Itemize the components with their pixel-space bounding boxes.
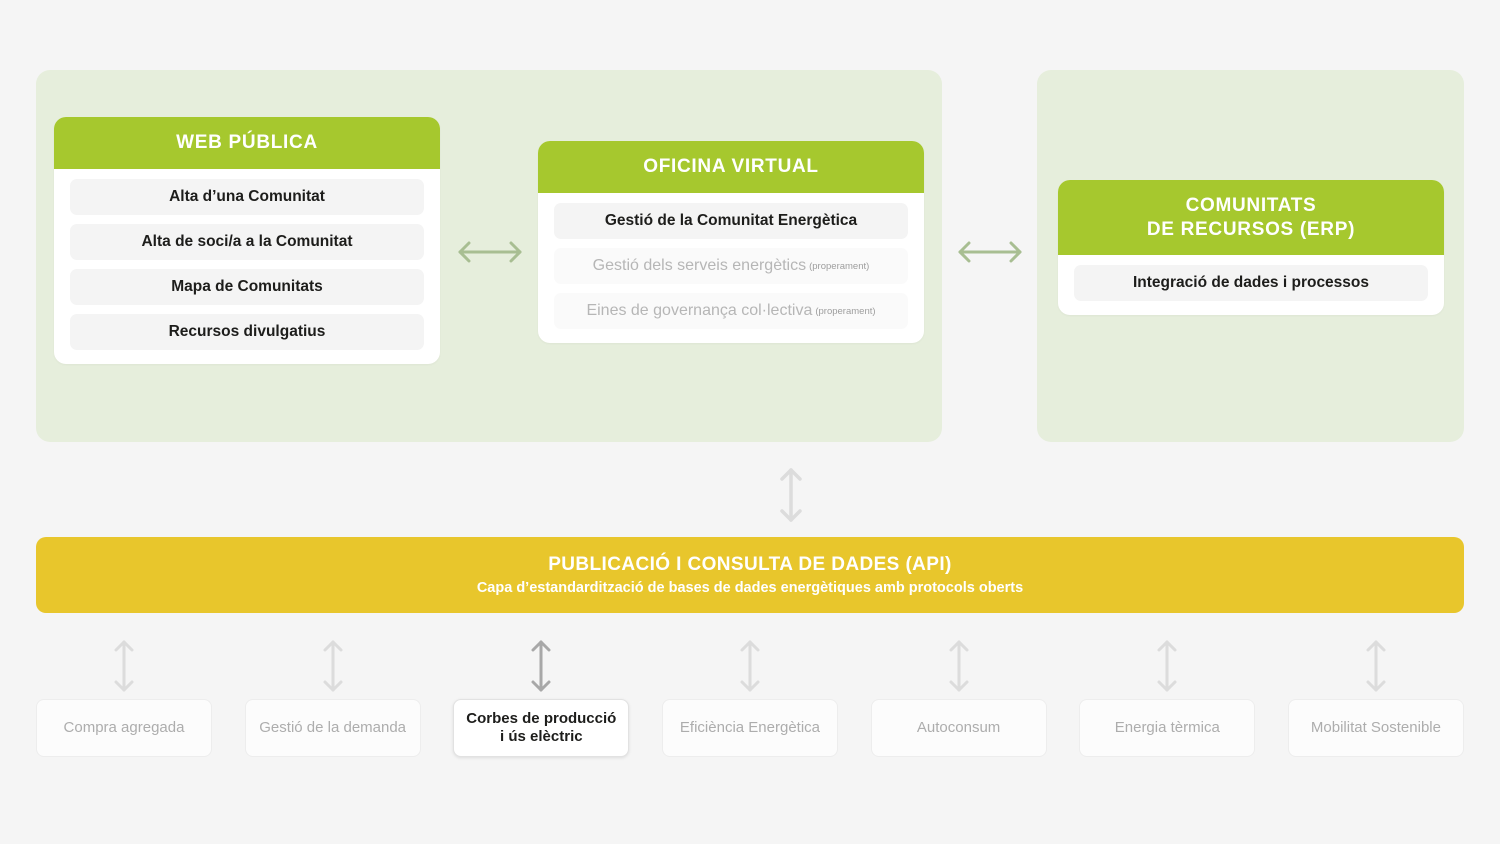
list-item-coming-soon: Gestió dels serveis energètics (properam… bbox=[554, 248, 908, 284]
card-erp-title-line2: DE RECURSOS (ERP) bbox=[1146, 218, 1356, 240]
module-column: Mobilitat Sostenible bbox=[1287, 633, 1464, 783]
list-item[interactable]: Integració de dades i processos bbox=[1074, 265, 1428, 301]
module-compra-agregada[interactable]: Compra agregada bbox=[36, 699, 212, 757]
arrow-api-to-module-icon bbox=[110, 633, 138, 699]
list-item-label: Eines de governança col·lectiva bbox=[586, 302, 813, 319]
module-column: Eficiència Energètica bbox=[661, 633, 838, 783]
arrow-api-to-module-icon bbox=[1362, 633, 1390, 699]
module-column: Gestió de la demanda bbox=[244, 633, 421, 783]
module-corbes-produccio[interactable]: Corbes de producció i ús elèctric bbox=[453, 699, 630, 757]
arrow-api-to-module-icon bbox=[1153, 633, 1181, 699]
list-item-label: Gestió dels serveis energètics bbox=[592, 257, 807, 274]
list-item[interactable]: Mapa de Comunitats bbox=[70, 269, 424, 305]
arrow-api-to-module-icon bbox=[319, 633, 347, 699]
api-banner-subtitle: Capa d’estandardització de bases de dade… bbox=[476, 580, 1024, 596]
module-gestio-demanda[interactable]: Gestió de la demanda bbox=[244, 699, 421, 757]
card-oficina-virtual-title: OFICINA VIRTUAL bbox=[538, 141, 924, 193]
list-item-coming-soon: Eines de governança col·lectiva (propera… bbox=[554, 293, 908, 329]
card-erp-title: COMUNITATS DE RECURSOS (ERP) bbox=[1058, 180, 1444, 255]
card-web-publica-title: WEB PÚBLICA bbox=[54, 117, 440, 169]
arrow-oficina-to-erp-icon bbox=[952, 238, 1028, 271]
module-column: Energia tèrmica bbox=[1079, 633, 1256, 783]
arrow-web-to-oficina-icon bbox=[452, 238, 528, 271]
module-mobilitat-sostenible[interactable]: Mobilitat Sostenible bbox=[1287, 699, 1464, 757]
list-item[interactable]: Alta d’una Comunitat bbox=[70, 179, 424, 215]
list-item[interactable]: Gestió de la Comunitat Energètica bbox=[554, 203, 908, 239]
list-item[interactable]: Alta de soci/a a la Comunitat bbox=[70, 224, 424, 260]
module-column: Autoconsum bbox=[870, 633, 1047, 783]
arrow-api-to-module-icon bbox=[945, 633, 973, 699]
api-banner-title: PUBLICACIÓ I CONSULTA DE DADES (API) bbox=[548, 554, 952, 575]
arrow-api-to-module-icon bbox=[736, 633, 764, 699]
arrow-panel-to-api-icon bbox=[775, 462, 807, 533]
module-column: Corbes de producció i ús elèctric bbox=[453, 633, 630, 783]
card-erp-title-line1: COMUNITATS bbox=[1185, 195, 1317, 217]
coming-soon-badge: (properament) bbox=[809, 260, 870, 272]
coming-soon-badge: (properament) bbox=[815, 305, 876, 317]
card-web-publica-items: Alta d’una Comunitat Alta de soci/a a la… bbox=[54, 169, 440, 364]
card-web-publica: WEB PÚBLICA Alta d’una Comunitat Alta de… bbox=[54, 117, 440, 364]
module-autoconsum[interactable]: Autoconsum bbox=[870, 699, 1047, 757]
card-comunitats-recursos-erp: COMUNITATS DE RECURSOS (ERP) Integració … bbox=[1058, 180, 1444, 315]
module-energia-termica[interactable]: Energia tèrmica bbox=[1079, 699, 1256, 757]
card-oficina-virtual: OFICINA VIRTUAL Gestió de la Comunitat E… bbox=[538, 141, 924, 343]
module-eficiencia-energetica[interactable]: Eficiència Energètica bbox=[661, 699, 838, 757]
modules-row: Compra agregada Gestió de la demanda bbox=[36, 633, 1464, 783]
module-column: Compra agregada bbox=[36, 633, 212, 783]
card-oficina-virtual-items: Gestió de la Comunitat Energètica Gestió… bbox=[538, 193, 924, 343]
list-item[interactable]: Recursos divulgatius bbox=[70, 314, 424, 350]
arrow-api-to-module-active-icon bbox=[527, 633, 555, 699]
card-erp-items: Integració de dades i processos bbox=[1058, 255, 1444, 315]
api-banner: PUBLICACIÓ I CONSULTA DE DADES (API) Cap… bbox=[36, 537, 1464, 613]
